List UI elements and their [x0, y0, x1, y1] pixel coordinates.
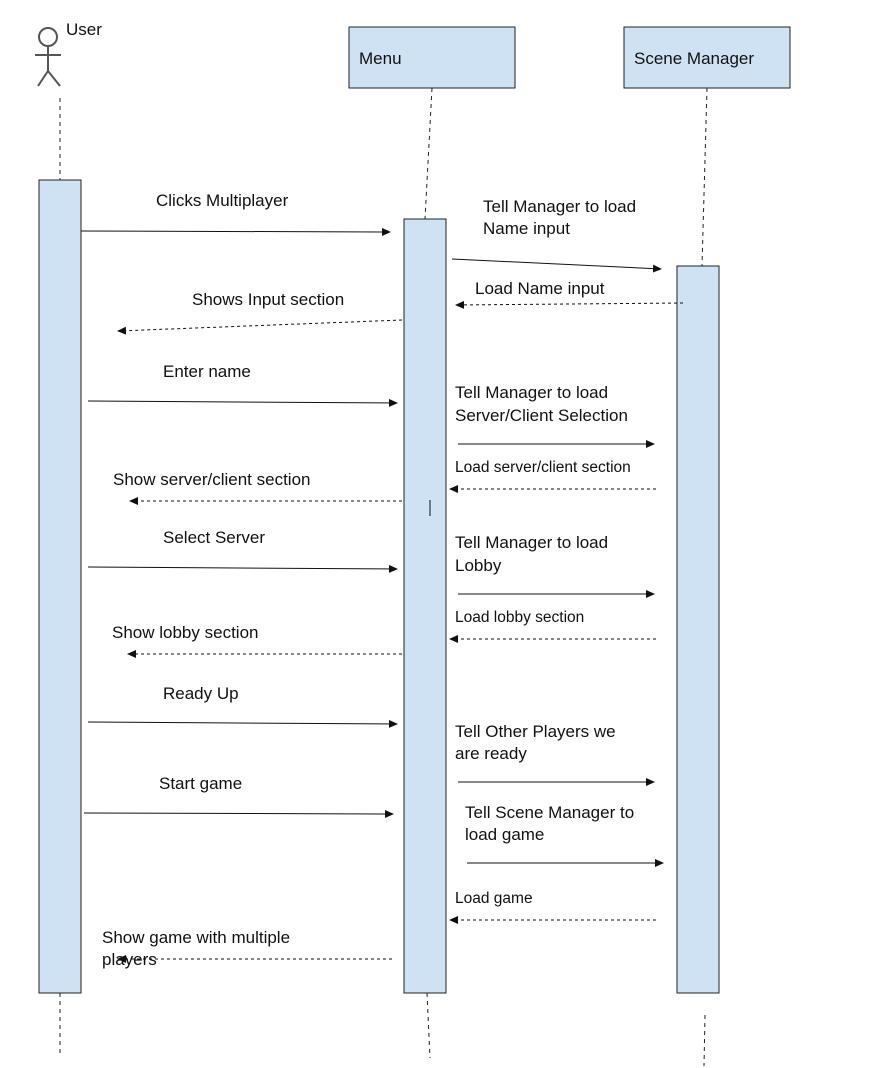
message-label-ready-up: Ready Up: [163, 684, 239, 703]
message-arrow-start-game: [83, 809, 394, 818]
menu-participant-label: Menu: [359, 49, 402, 68]
message-label-clicks-multiplayer: Clicks Multiplayer: [156, 191, 289, 210]
return-label-show-game: Show game with multiple players: [102, 928, 295, 969]
message-label-load-name-input-request: Tell Manager to load Name input: [483, 197, 641, 238]
message-arrow-clicks-multiplayer: [80, 227, 391, 236]
message-arrow-load-name-input-request: [451, 258, 662, 273]
return-arrow-load-name-input: [455, 300, 684, 309]
user-actor-label: User: [66, 20, 102, 39]
message-label-start-game: Start game: [159, 774, 242, 793]
scene-manager-participant-label: Scene Manager: [634, 49, 754, 68]
message-label-load-game-request: Tell Scene Manager to load game: [465, 803, 639, 844]
message-arrow-enter-name: [87, 398, 398, 407]
return-label-load-server-client-section: Load server/client section: [455, 459, 631, 476]
scene-manager-participant-box: [623, 26, 791, 89]
menu-lifeline-top: [424, 87, 433, 220]
return-label-show-lobby-section: Show lobby section: [112, 623, 258, 642]
return-label-load-lobby-section: Load lobby section: [455, 609, 584, 626]
return-label-load-name-input: Load Name input: [475, 279, 605, 298]
message-label-enter-name: Enter name: [163, 362, 251, 381]
scene-manager-activation-bar: [676, 265, 720, 994]
message-label-tell-other-players: Tell Other Players we are ready: [455, 722, 620, 763]
message-label-load-server-client-request: Tell Manager to load Server/Client Selec…: [455, 383, 628, 425]
menu-activation-bar: [403, 218, 447, 994]
return-label-shows-input-section: Shows Input section: [192, 290, 344, 309]
return-label-show-server-client-section: Show server/client section: [113, 470, 310, 489]
scene-manager-lifeline-bottom: [703, 1014, 706, 1067]
return-label-load-game: Load game: [455, 890, 533, 907]
message-arrow-ready-up: [87, 719, 398, 728]
message-label-select-server: Select Server: [163, 528, 265, 547]
menu-lifeline-bottom: [426, 992, 431, 1059]
return-arrow-shows-input-section: [117, 319, 403, 335]
scene-manager-lifeline-top: [701, 87, 708, 267]
user-activation-bar: [38, 179, 82, 994]
user-actor-icon: [35, 27, 61, 87]
message-arrow-select-server: [87, 564, 398, 573]
menu-participant-box: [348, 26, 516, 89]
message-label-load-lobby-request: Tell Manager to load Lobby: [455, 533, 613, 575]
